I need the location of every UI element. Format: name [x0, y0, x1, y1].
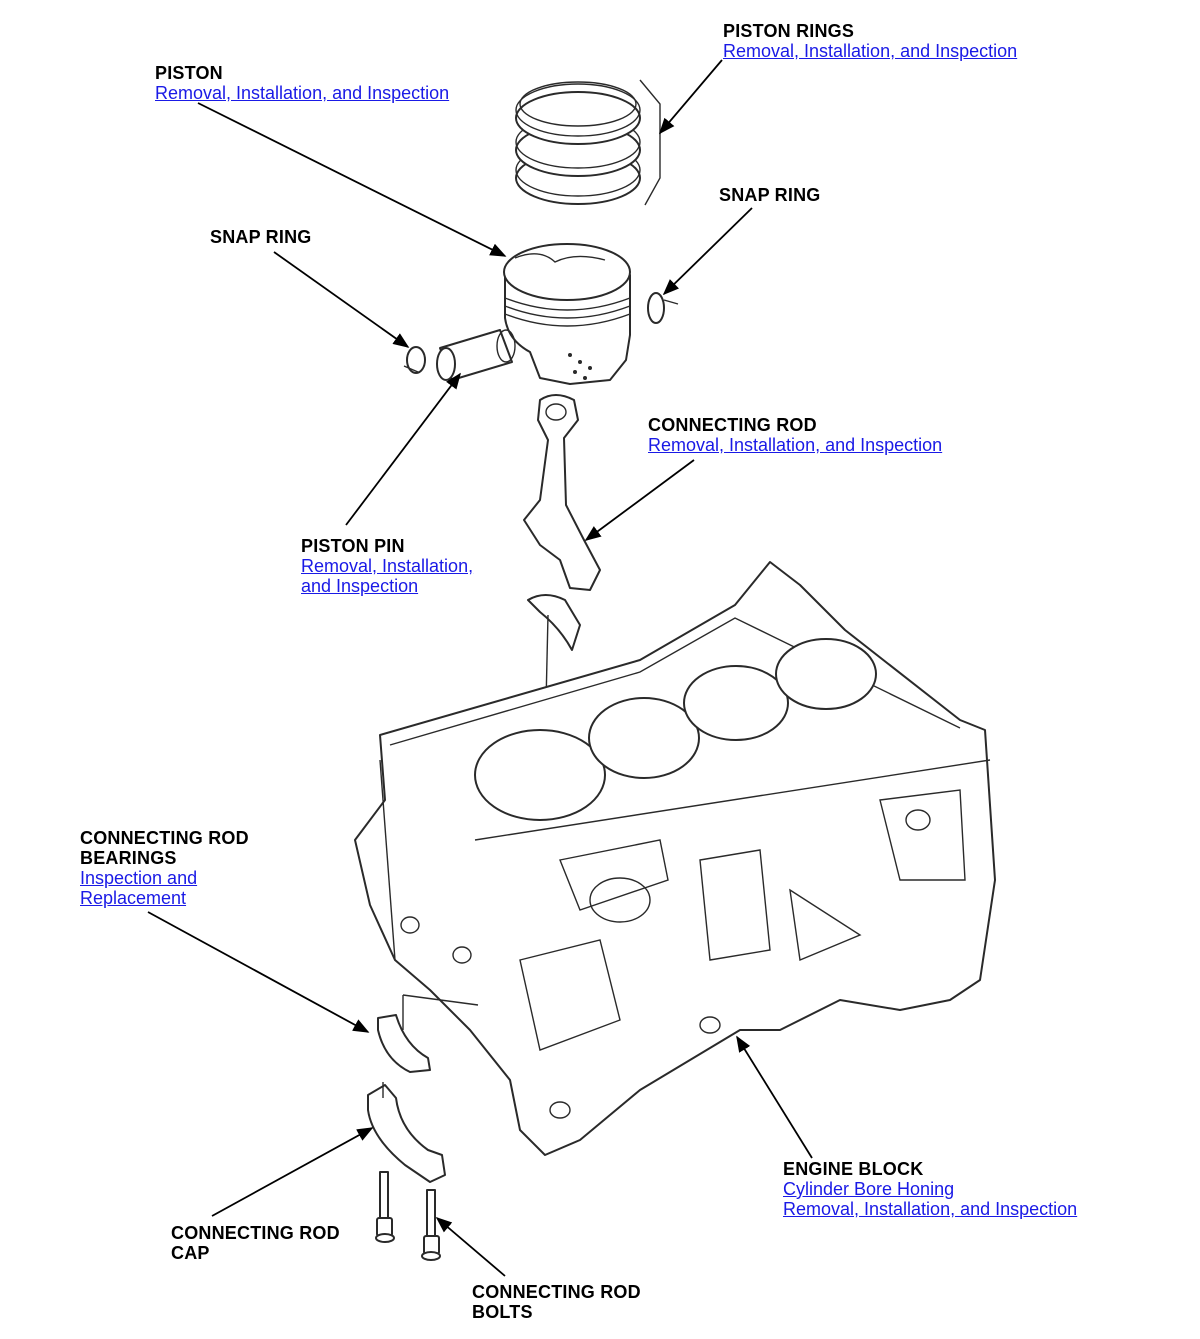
leader-snap-ring-left [273, 251, 410, 348]
rod-cap-title-line-1: CONNECTING ROD [171, 1223, 340, 1243]
piston-pin-link-line-2[interactable]: and Inspection [301, 576, 419, 596]
piston-rings-illustration [515, 79, 661, 206]
piston-title: PISTON [155, 63, 223, 83]
snap-ring-right-title: SNAP RING [719, 185, 821, 205]
leader-piston [197, 102, 507, 257]
leader-piston-rings [658, 59, 723, 135]
piston-pin-link-line-1[interactable]: Removal, Installation, [301, 556, 474, 576]
connecting-rod-title: CONNECTING ROD [648, 415, 817, 435]
leader-lines [147, 59, 813, 1277]
callout-piston-rings: PISTON RINGS Removal, Installation, and … [723, 21, 1017, 61]
leader-piston-pin [345, 372, 461, 526]
callout-rod-bearings: CONNECTING ROD BEARINGS Inspection and R… [80, 828, 249, 908]
rod-bearings-link-line-1[interactable]: Inspection and [80, 868, 198, 888]
lower-bearing-shell-illustration [377, 994, 479, 1073]
rod-bearings-title-line-2: BEARINGS [80, 848, 177, 868]
connecting-rod-bolt-right-illustration [421, 1189, 441, 1261]
leader-snap-ring-right [662, 207, 753, 296]
piston-pin-illustration [436, 329, 516, 381]
connecting-rod-illustration [523, 394, 601, 591]
rod-cap-title-line-2: CAP [171, 1243, 210, 1263]
leader-rod-bearings [147, 911, 370, 1033]
rod-bearings-link-line-2[interactable]: Replacement [80, 888, 187, 908]
piston-rings-link[interactable]: Removal, Installation, and Inspection [723, 41, 1018, 61]
snap-ring-left-illustration [403, 346, 426, 374]
callout-snap-ring-left: SNAP RING [210, 227, 312, 247]
snap-ring-right-illustration [647, 292, 679, 324]
callout-engine-block: ENGINE BLOCK Cylinder Bore Honing Remova… [783, 1159, 1077, 1219]
piston-pin-title: PISTON PIN [301, 536, 405, 556]
leader-rod-bolts [435, 1216, 506, 1277]
connecting-rod-link[interactable]: Removal, Installation, and Inspection [648, 435, 943, 455]
connecting-rod-cap-illustration [367, 1082, 446, 1183]
callout-snap-ring-right: SNAP RING [719, 185, 821, 205]
engine-block-illustration [354, 561, 996, 1156]
piston-rings-title: PISTON RINGS [723, 21, 855, 41]
cylinder-bore-honing-link[interactable]: Cylinder Bore Honing [783, 1179, 955, 1199]
connecting-rod-bolt-left-illustration [375, 1171, 395, 1243]
snap-ring-left-title: SNAP RING [210, 227, 312, 247]
leader-engine-block [736, 1035, 813, 1159]
rod-bolts-title-line-2: BOLTS [472, 1302, 533, 1322]
engine-block-title: ENGINE BLOCK [783, 1159, 924, 1179]
callout-rod-cap: CONNECTING ROD CAP [171, 1223, 340, 1263]
callout-piston: PISTON Removal, Installation, and Inspec… [155, 63, 449, 103]
leader-rod-cap [211, 1127, 374, 1217]
rod-bolts-title-line-1: CONNECTING ROD [472, 1282, 641, 1302]
leader-connecting-rod [584, 459, 695, 541]
callout-rod-bolts: CONNECTING ROD BOLTS [472, 1282, 641, 1322]
callout-piston-pin: PISTON PIN Removal, Installation, and In… [301, 536, 473, 596]
engine-block-link[interactable]: Removal, Installation, and Inspection [783, 1199, 1078, 1219]
rod-bearings-title-line-1: CONNECTING ROD [80, 828, 249, 848]
callout-connecting-rod: CONNECTING ROD Removal, Installation, an… [648, 415, 942, 455]
piston-link[interactable]: Removal, Installation, and Inspection [155, 83, 450, 103]
piston-illustration [503, 243, 631, 385]
